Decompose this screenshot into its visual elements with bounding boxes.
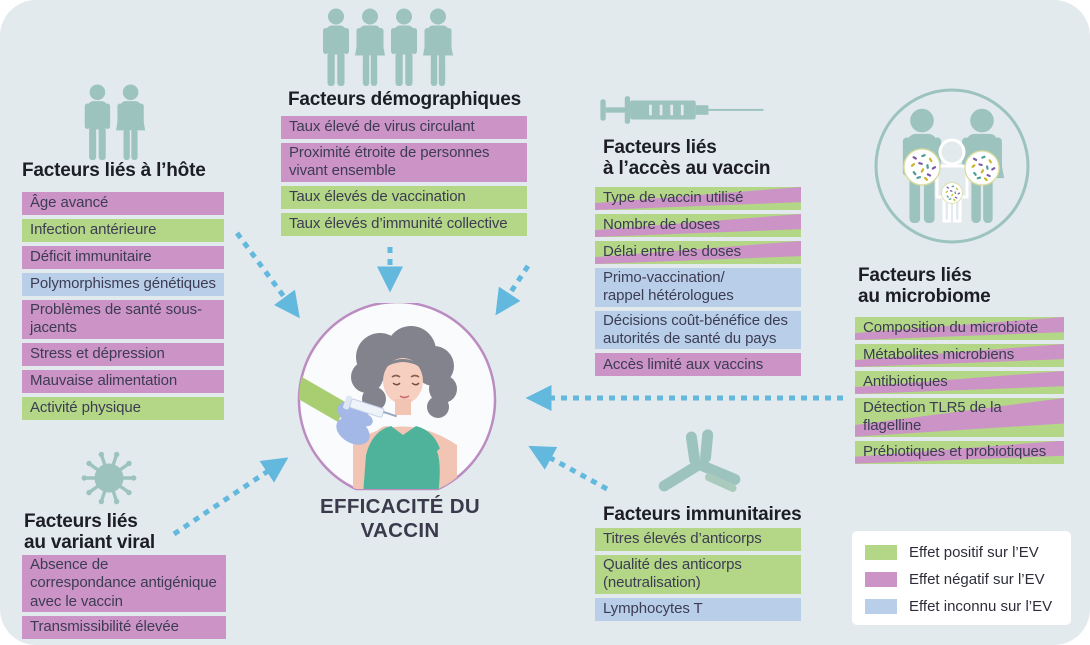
factor-bar: Antibiotiques [855, 371, 1064, 394]
factor-bar: Taux élevés de vaccination [281, 185, 527, 209]
legend-swatch-unknown [865, 599, 897, 614]
legend: Effet positif sur l’EV Effet négatif sur… [852, 531, 1071, 625]
factor-bar: Infection antérieure [22, 219, 224, 242]
people-group-icon [323, 8, 453, 86]
legend-swatch-negative [865, 572, 897, 587]
vaccination-illustration [297, 303, 497, 491]
group-immune-title: Facteurs immunitaires [603, 504, 802, 525]
factor-bar: Métabolites microbiens [855, 344, 1064, 367]
legend-row: Effet positif sur l’EV [865, 544, 1061, 561]
factor-bar: Déficit immunitaire [22, 246, 224, 269]
syringe-icon [600, 96, 764, 124]
virus-icon [81, 451, 137, 505]
legend-label: Effet négatif sur l’EV [909, 571, 1045, 588]
factor-bar: Taux élevés d’immunité collective [281, 212, 527, 236]
factor-bar: Détection TLR5 de la flagelline [855, 398, 1064, 437]
factor-bar: Composition du microbiote [855, 317, 1064, 340]
factor-bar: Accès limité aux vaccins [595, 353, 801, 377]
legend-label: Effet inconnu sur l’EV [909, 598, 1053, 615]
factor-bar: Stress et dépression [22, 342, 224, 366]
factor-bar: Primo-vaccination/ rappel hétérologues [595, 268, 801, 307]
center-label: EFFICACITÉ DU VACCIN [320, 495, 480, 542]
legend-row: Effet inconnu sur l’EV [865, 598, 1061, 615]
factor-bar: Titres élevés d’anticorps [595, 528, 801, 551]
factor-bar: Mauvaise alimentation [22, 369, 224, 393]
factor-bar: Transmissibilité élevée [22, 615, 226, 639]
factor-bar: Absence de correspondance antigénique av… [22, 555, 226, 612]
factor-bar: Prébiotiques et probiotiques [855, 440, 1064, 464]
factor-bar: Activité physique [22, 396, 224, 420]
factor-bar: Type de vaccin utilisé [595, 187, 801, 210]
group-viral-variant-title: Facteurs liés au variant viral [24, 511, 155, 553]
group-host-title: Facteurs liés à l’hôte [22, 160, 206, 181]
factor-bar: Proximité étroite de personnes vivant en… [281, 143, 527, 182]
family-microbiome-icon [874, 88, 1030, 244]
factor-bar: Nombre de doses [595, 214, 801, 237]
antibody-icon [658, 429, 741, 492]
factor-bar: Délai entre les doses [595, 241, 801, 264]
factor-bar: Taux élevé de virus circulant [281, 116, 527, 139]
factor-bar: Décisions coût-bénéfice des autorités de… [595, 310, 801, 350]
legend-swatch-positive [865, 545, 897, 560]
group-vaccine-access-title: Facteurs liés à l’accès au vaccin [603, 137, 771, 179]
legend-row: Effet négatif sur l’EV [865, 571, 1061, 588]
factor-bar: Qualité des anticorps (neutralisation) [595, 555, 801, 594]
factor-bar: Âge avancé [22, 192, 224, 215]
group-demographics-title: Facteurs démographiques [288, 89, 521, 110]
people-pair-icon [84, 84, 146, 161]
factor-bar: Lymphocytes T [595, 597, 801, 621]
factor-bar: Polymorphismes génétiques [22, 273, 224, 296]
factor-bar: Problèmes de santé sous-jacents [22, 300, 224, 339]
legend-label: Effet positif sur l’EV [909, 544, 1039, 561]
group-microbiome-title: Facteurs liés au microbiome [858, 265, 991, 307]
